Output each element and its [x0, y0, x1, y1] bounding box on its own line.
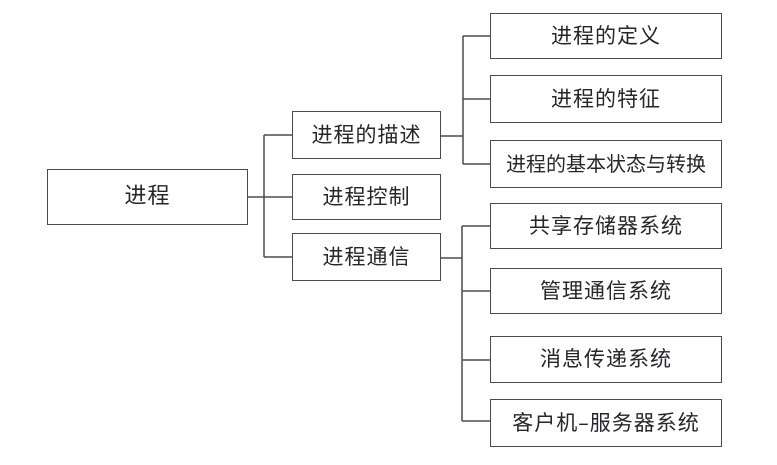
node-process: 进程: [47, 169, 248, 225]
node-management-communication-system: 管理通信系统: [490, 268, 722, 314]
connector-description-to-children: [441, 35, 490, 165]
node-process-control: 进程控制: [292, 174, 441, 220]
node-process-definition: 进程的定义: [490, 13, 722, 59]
connector-root-to-level2: [248, 134, 292, 258]
node-process-description: 进程的描述: [292, 111, 441, 159]
connector-communication-to-children: [441, 225, 490, 422]
node-process-basic-states-transitions: 进程的基本状态与转换: [490, 140, 722, 188]
node-client-server-system: 客户机–服务器系统: [490, 399, 722, 447]
node-process-communication: 进程通信: [292, 233, 441, 281]
node-message-passing-system: 消息传递系统: [490, 336, 722, 383]
node-shared-memory-system: 共享存储器系统: [490, 203, 722, 249]
node-process-characteristics: 进程的特征: [490, 75, 722, 123]
